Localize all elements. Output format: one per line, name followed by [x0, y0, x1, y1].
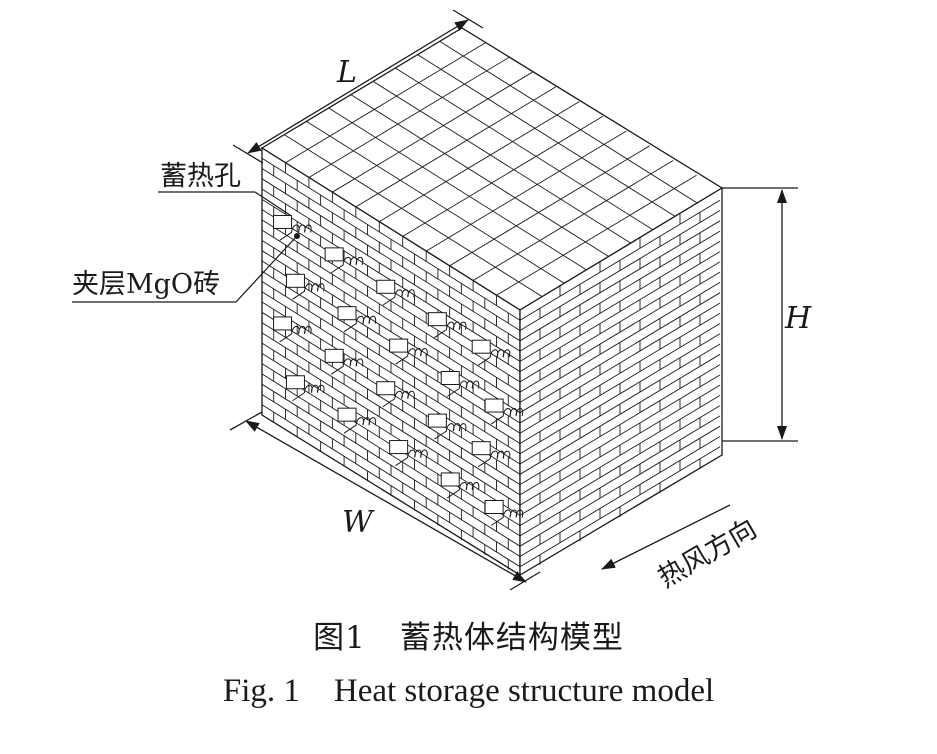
airflow-direction-label: 热风方向: [653, 513, 762, 594]
interlayer-mgo-brick: [376, 381, 396, 396]
heat-storage-hole-coil: [490, 408, 524, 425]
brick-stack-body: [260, 27, 724, 577]
top-joint: [283, 134, 543, 298]
caption-chinese: 图1 蓄热体结构模型: [0, 612, 937, 657]
interlayer-mgo-brick: [484, 398, 504, 413]
interlayer-mgo-brick: [324, 247, 344, 262]
heat-storage-hole-coil: [395, 348, 428, 365]
heat-storage-hole-coil: [292, 283, 325, 300]
heat-storage-hole-coil: [434, 321, 467, 339]
interlayer-mgo-brick: [440, 472, 460, 487]
heat-storage-hole-coil: [343, 417, 377, 434]
interlayer-mgo-brick: [285, 273, 305, 288]
dimension-length-label: L: [336, 55, 357, 90]
interlayer-mgo-brick: [427, 413, 447, 428]
airflow-arrow: [601, 504, 731, 570]
interlayer-mgo-brick: [324, 348, 344, 363]
caption-cn-number: 图1: [313, 620, 366, 656]
dimension-length: [232, 9, 484, 164]
caption-en-number: Fig. 1: [222, 673, 300, 709]
top-joint: [472, 160, 674, 281]
interlayer-mgo-brick: [471, 441, 491, 456]
interlayer-mgo-brick: [389, 440, 409, 455]
heat-storage-hole-coil: [477, 349, 511, 366]
top-joint: [379, 101, 580, 223]
interlayer-mgo-brick: [440, 371, 460, 385]
callout-interlayer-brick-label: 夹层MgO砖: [72, 269, 220, 300]
top-joint: [449, 145, 650, 267]
callout-storage-hole: [158, 191, 291, 216]
heat-storage-hole-coil: [382, 289, 415, 306]
callout-storage-hole-label: 蓄热孔: [160, 161, 241, 192]
heat-storage-hole-coil: [446, 380, 480, 397]
interlayer-mgo-brick: [484, 500, 504, 514]
caption-en-title: Heat storage structure model: [333, 673, 715, 709]
callout-dot: [294, 233, 300, 239]
interlayer-mgo-brick: [273, 214, 293, 229]
dimension-height-label: H: [784, 301, 812, 336]
interlayer-mgo-brick: [427, 312, 447, 327]
heat-storage-hole-coil: [292, 384, 325, 402]
dimension-width: [229, 411, 541, 591]
heat-storage-hole-coil: [279, 224, 312, 241]
interlayer-mgo-brick: [471, 339, 491, 354]
heat-storage-hole-coil: [330, 256, 364, 274]
interlayer-mgo-brick: [337, 306, 357, 321]
heat-storage-hole-coil: [279, 325, 312, 343]
interlayer-mgo-brick: [285, 375, 305, 390]
heat-storage-hole-coil: [343, 315, 377, 333]
interlayer-mgo-brick: [376, 279, 396, 294]
callout-interlayer-brick: [72, 235, 298, 303]
interlayer-mgo-brick: [337, 407, 357, 422]
top-joint: [425, 130, 627, 252]
caption-english: Fig. 1 Heat storage structure model: [0, 673, 937, 710]
top-joint: [496, 174, 697, 296]
interlayer-mgo-brick: [273, 316, 293, 331]
course-joint: [519, 394, 721, 516]
heat-storage-hole-coil: [330, 358, 364, 375]
course-joint: [519, 415, 721, 537]
top-joint: [402, 115, 603, 237]
heat-storage-diagram: L W H 蓄热孔 夹层MgO砖 热风方向: [72, 9, 812, 594]
heat-storage-hole-coil: [382, 390, 415, 408]
interlayer-mgo-brick: [389, 338, 409, 353]
top-joint: [439, 40, 699, 204]
caption-cn-title: 蓄热体结构模型: [399, 620, 624, 656]
dimension-height: [722, 187, 798, 442]
dimension-width-label: W: [342, 505, 375, 540]
